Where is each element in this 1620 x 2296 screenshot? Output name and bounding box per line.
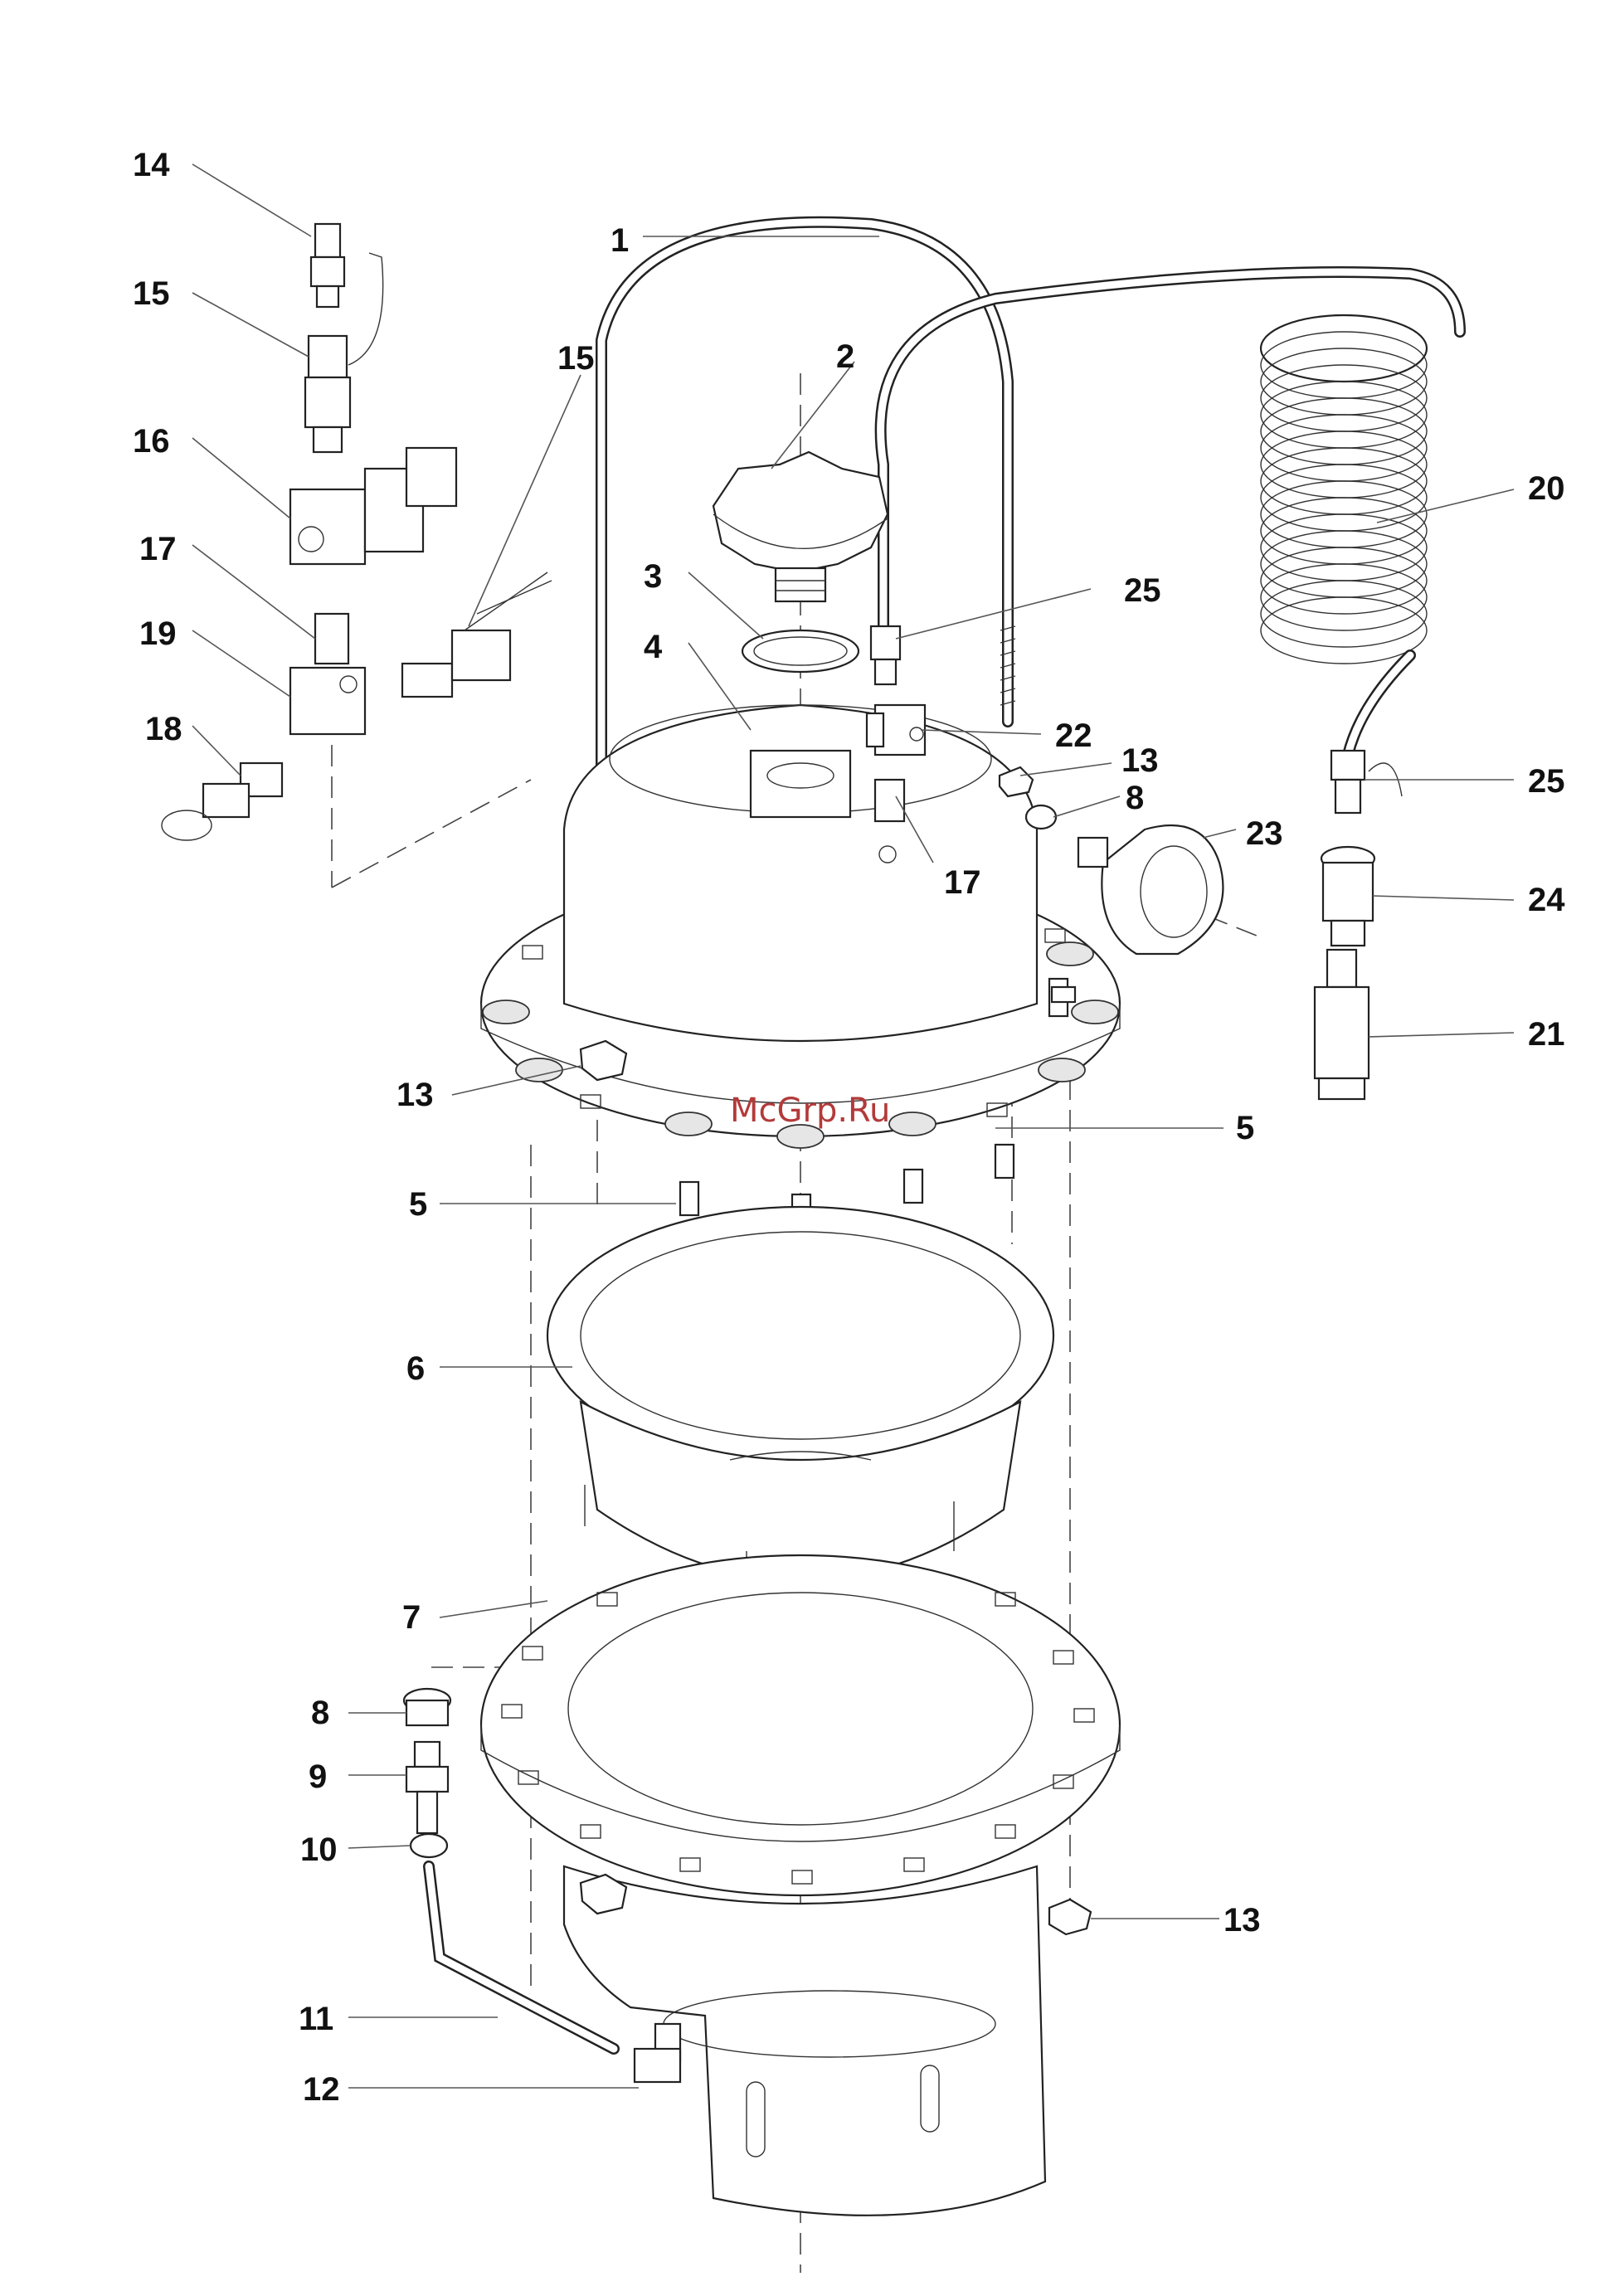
label-13-lower: 13 <box>1224 1902 1261 1938</box>
label-16: 16 <box>133 423 170 460</box>
label-2: 2 <box>836 338 854 375</box>
part-17-nipple-left <box>315 614 348 664</box>
label-18: 18 <box>145 711 182 747</box>
part-23-cap <box>1078 825 1223 954</box>
label-8-lid: 8 <box>1126 780 1144 816</box>
part-21-quick-coupler <box>1315 950 1369 1099</box>
part-14-plug <box>311 224 344 307</box>
label-22: 22 <box>1055 718 1092 754</box>
label-11: 11 <box>299 2001 333 2037</box>
part-24-ball-valve <box>1321 847 1374 946</box>
label-15-center: 15 <box>557 340 595 377</box>
part-16-regulator <box>290 448 456 564</box>
label-4: 4 <box>644 629 663 665</box>
label-3: 3 <box>644 558 662 595</box>
label-12: 12 <box>303 2071 340 2108</box>
label-13-flange: 13 <box>396 1077 434 1113</box>
part-25-fitting-right <box>1331 751 1402 813</box>
label-25-right: 25 <box>1528 763 1565 800</box>
label-20: 20 <box>1528 470 1565 507</box>
label-9: 9 <box>309 1758 327 1795</box>
label-24: 24 <box>1528 882 1565 918</box>
part-7-lower-flange <box>481 1555 1120 1895</box>
label-19: 19 <box>139 615 177 652</box>
part-19-tee <box>290 668 365 734</box>
label-21: 21 <box>1528 1016 1565 1053</box>
label-6: 6 <box>406 1350 425 1387</box>
part-8-plug-bottom <box>404 1689 450 1725</box>
part-2-star-knob <box>713 452 888 601</box>
part-10-clamp <box>411 1834 447 1857</box>
lower-housing <box>564 1866 1045 2216</box>
part-8-plug-lid <box>1026 805 1056 829</box>
part-22-tee-block <box>867 705 925 755</box>
label-7: 7 <box>402 1599 421 1636</box>
part-6-bowl <box>547 1207 1053 1601</box>
label-5-right: 5 <box>1236 1110 1254 1146</box>
label-14: 14 <box>133 147 170 183</box>
part-9-hose-barb <box>406 1742 448 1833</box>
watermark: McGrp.Ru <box>730 1092 890 1130</box>
label-17-left: 17 <box>139 531 177 567</box>
label-8-bottom: 8 <box>311 1695 329 1731</box>
part-13-nut-lower-right <box>1049 1900 1091 1934</box>
part-17-nipple-lid <box>875 780 904 821</box>
label-15-left: 15 <box>133 275 170 312</box>
label-23: 23 <box>1246 815 1283 852</box>
part-25-fitting-upper <box>871 626 900 684</box>
label-10: 10 <box>300 1831 338 1868</box>
label-25-upper: 25 <box>1124 572 1161 609</box>
label-1: 1 <box>611 222 629 259</box>
part-15-ball-valve-center <box>402 572 552 697</box>
hose-coil <box>1261 315 1427 664</box>
part-12-elbow <box>635 2024 680 2082</box>
label-17-lid: 17 <box>944 864 981 901</box>
part-bolt-flange-right <box>1052 987 1075 1002</box>
part-20-coiled-hose <box>881 272 1460 755</box>
label-13-lid: 13 <box>1121 742 1159 779</box>
label-5-left: 5 <box>409 1186 427 1223</box>
part-18-safety-valve <box>162 763 282 840</box>
